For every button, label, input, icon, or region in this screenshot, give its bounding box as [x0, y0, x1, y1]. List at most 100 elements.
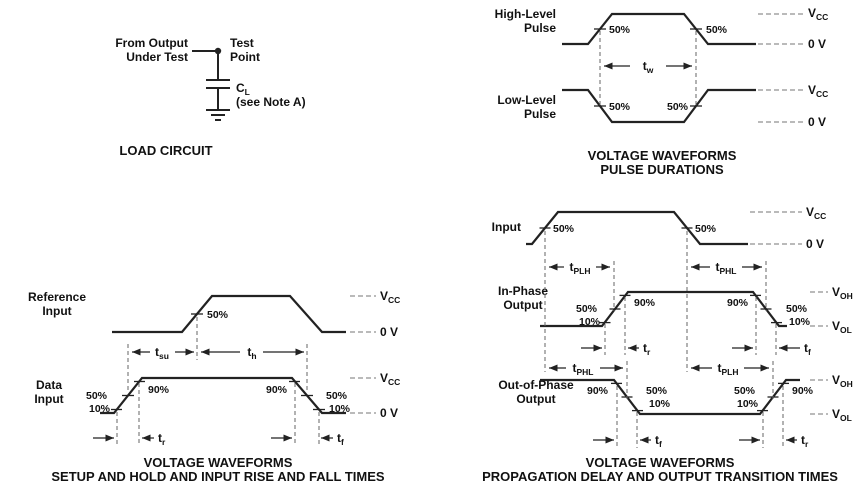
pct50-label: 50%: [786, 303, 808, 315]
input-label: Input: [492, 220, 521, 234]
th-label: th: [247, 345, 256, 361]
pct90-label: 90%: [148, 384, 170, 396]
capacitor-label: CL: [236, 81, 250, 97]
out-of-phase-waveform: [540, 378, 800, 416]
propagation-delay-panel: Input In-Phase Output Out-of-Phase Outpu…: [482, 205, 853, 484]
test-point-label: Point: [230, 50, 260, 64]
zero-v-label: 0 V: [806, 237, 824, 251]
low-pulse-waveform: [562, 88, 756, 124]
tphl-label: tPHL: [573, 361, 594, 377]
tsu-label: tsu: [155, 345, 169, 361]
pct50-label: 50%: [326, 390, 348, 402]
dashed-reference-lines: [544, 231, 784, 448]
pct50-label: 50%: [207, 309, 229, 321]
percent-ticks: [111, 313, 325, 411]
reference-waveform: [112, 294, 346, 334]
pct50-label: 50%: [86, 390, 108, 402]
data-input-label: Input: [34, 392, 63, 406]
tr-label: tr: [643, 341, 651, 357]
pct50-label: 50%: [609, 101, 631, 113]
pct50-label: 50%: [667, 101, 689, 113]
pct50-label: 50%: [609, 24, 631, 36]
low-level-pulse-label: Low-Level: [497, 93, 556, 107]
level-lead-lines: [758, 13, 804, 123]
dashed-reference-lines: [116, 317, 320, 446]
vcc-label: VCC: [380, 289, 400, 305]
vol-label: VOL: [832, 319, 852, 335]
pct90-label: 90%: [634, 297, 656, 309]
pct10-label: 10%: [649, 398, 671, 410]
in-phase-waveform: [540, 290, 787, 328]
zero-v-label: 0 V: [380, 406, 398, 420]
fifty-percent-ticks: [594, 28, 702, 107]
level-lead-lines: [750, 211, 828, 415]
in-phase-output-label: In-Phase: [498, 284, 548, 298]
pct10-label: 10%: [579, 316, 601, 328]
test-point-label: Test: [230, 36, 254, 50]
pct90-label: 90%: [587, 385, 609, 397]
tphl-label: tPHL: [716, 260, 737, 276]
pulse-durations-title: PULSE DURATIONS: [600, 162, 724, 177]
voh-label: VOH: [832, 285, 853, 301]
setup-hold-title: VOLTAGE WAVEFORMS: [144, 455, 293, 470]
pct50-label: 50%: [576, 303, 598, 315]
pct50-label: 50%: [695, 223, 717, 235]
pct50-label: 50%: [734, 385, 756, 397]
voh-label: VOH: [832, 373, 853, 389]
pulse-durations-panel: High-Level Pulse Low-Level Pulse 50% 50%…: [495, 6, 829, 177]
pct10-label: 10%: [329, 403, 351, 415]
pct90-label: 90%: [727, 297, 749, 309]
vcc-label: VCC: [806, 205, 826, 221]
propagation-delay-title: PROPAGATION DELAY AND OUTPUT TRANSITION …: [482, 469, 838, 484]
data-input-label: Data: [36, 378, 62, 392]
tplh-label: tPLH: [570, 260, 591, 276]
high-pulse-waveform: [562, 12, 756, 46]
tr-label: tr: [158, 431, 166, 447]
high-level-pulse-label: Pulse: [524, 21, 556, 35]
pct10-label: 10%: [89, 403, 111, 415]
tf-label: tf: [337, 431, 344, 447]
input-waveform: [526, 210, 748, 246]
pct50-label: 50%: [706, 24, 728, 36]
level-lead-lines: [350, 295, 376, 414]
zero-v-label: 0 V: [380, 325, 398, 339]
zero-v-label: 0 V: [808, 115, 826, 129]
ground-icon: [206, 109, 230, 121]
out-of-phase-output-label: Out-of-Phase: [498, 378, 574, 392]
vcc-label: VCC: [380, 371, 400, 387]
tf-label: tf: [804, 341, 811, 357]
data-waveform: [100, 376, 346, 415]
setup-hold-title: SETUP AND HOLD AND INPUT RISE AND FALL T…: [51, 469, 385, 484]
pct90-label: 90%: [792, 385, 814, 397]
dashed-reference-lines: [599, 31, 697, 108]
load-circuit-title: LOAD CIRCUIT: [119, 143, 212, 158]
reference-input-label: Input: [42, 304, 71, 318]
low-level-pulse-label: Pulse: [524, 107, 556, 121]
capacitor-note: (see Note A): [236, 95, 306, 109]
zero-v-label: 0 V: [808, 37, 826, 51]
tr-label: tr: [801, 433, 809, 449]
from-output-label: From Output: [115, 36, 188, 50]
vol-label: VOL: [832, 407, 852, 423]
pct10-label: 10%: [789, 316, 811, 328]
load-circuit-panel: From Output Under Test Test Point CL (se…: [115, 36, 305, 158]
out-of-phase-output-label: Output: [516, 392, 555, 406]
percent-ticks: [539, 227, 789, 412]
reference-input-label: Reference: [28, 290, 86, 304]
vcc-label: VCC: [808, 6, 828, 22]
from-output-label: Under Test: [126, 50, 188, 64]
in-phase-output-label: Output: [503, 298, 542, 312]
tf-label: tf: [655, 433, 662, 449]
pulse-durations-title: VOLTAGE WAVEFORMS: [588, 148, 737, 163]
high-level-pulse-label: High-Level: [495, 7, 556, 21]
vcc-label: VCC: [808, 83, 828, 99]
pct50-label: 50%: [646, 385, 668, 397]
pct90-label: 90%: [266, 384, 288, 396]
setup-hold-panel: Reference Input Data Input 50% 50% 10% 9…: [28, 289, 400, 484]
pct10-label: 10%: [737, 398, 759, 410]
tplh-label: tPLH: [718, 361, 739, 377]
pct50-label: 50%: [553, 223, 575, 235]
capacitor-symbol: [206, 79, 230, 89]
